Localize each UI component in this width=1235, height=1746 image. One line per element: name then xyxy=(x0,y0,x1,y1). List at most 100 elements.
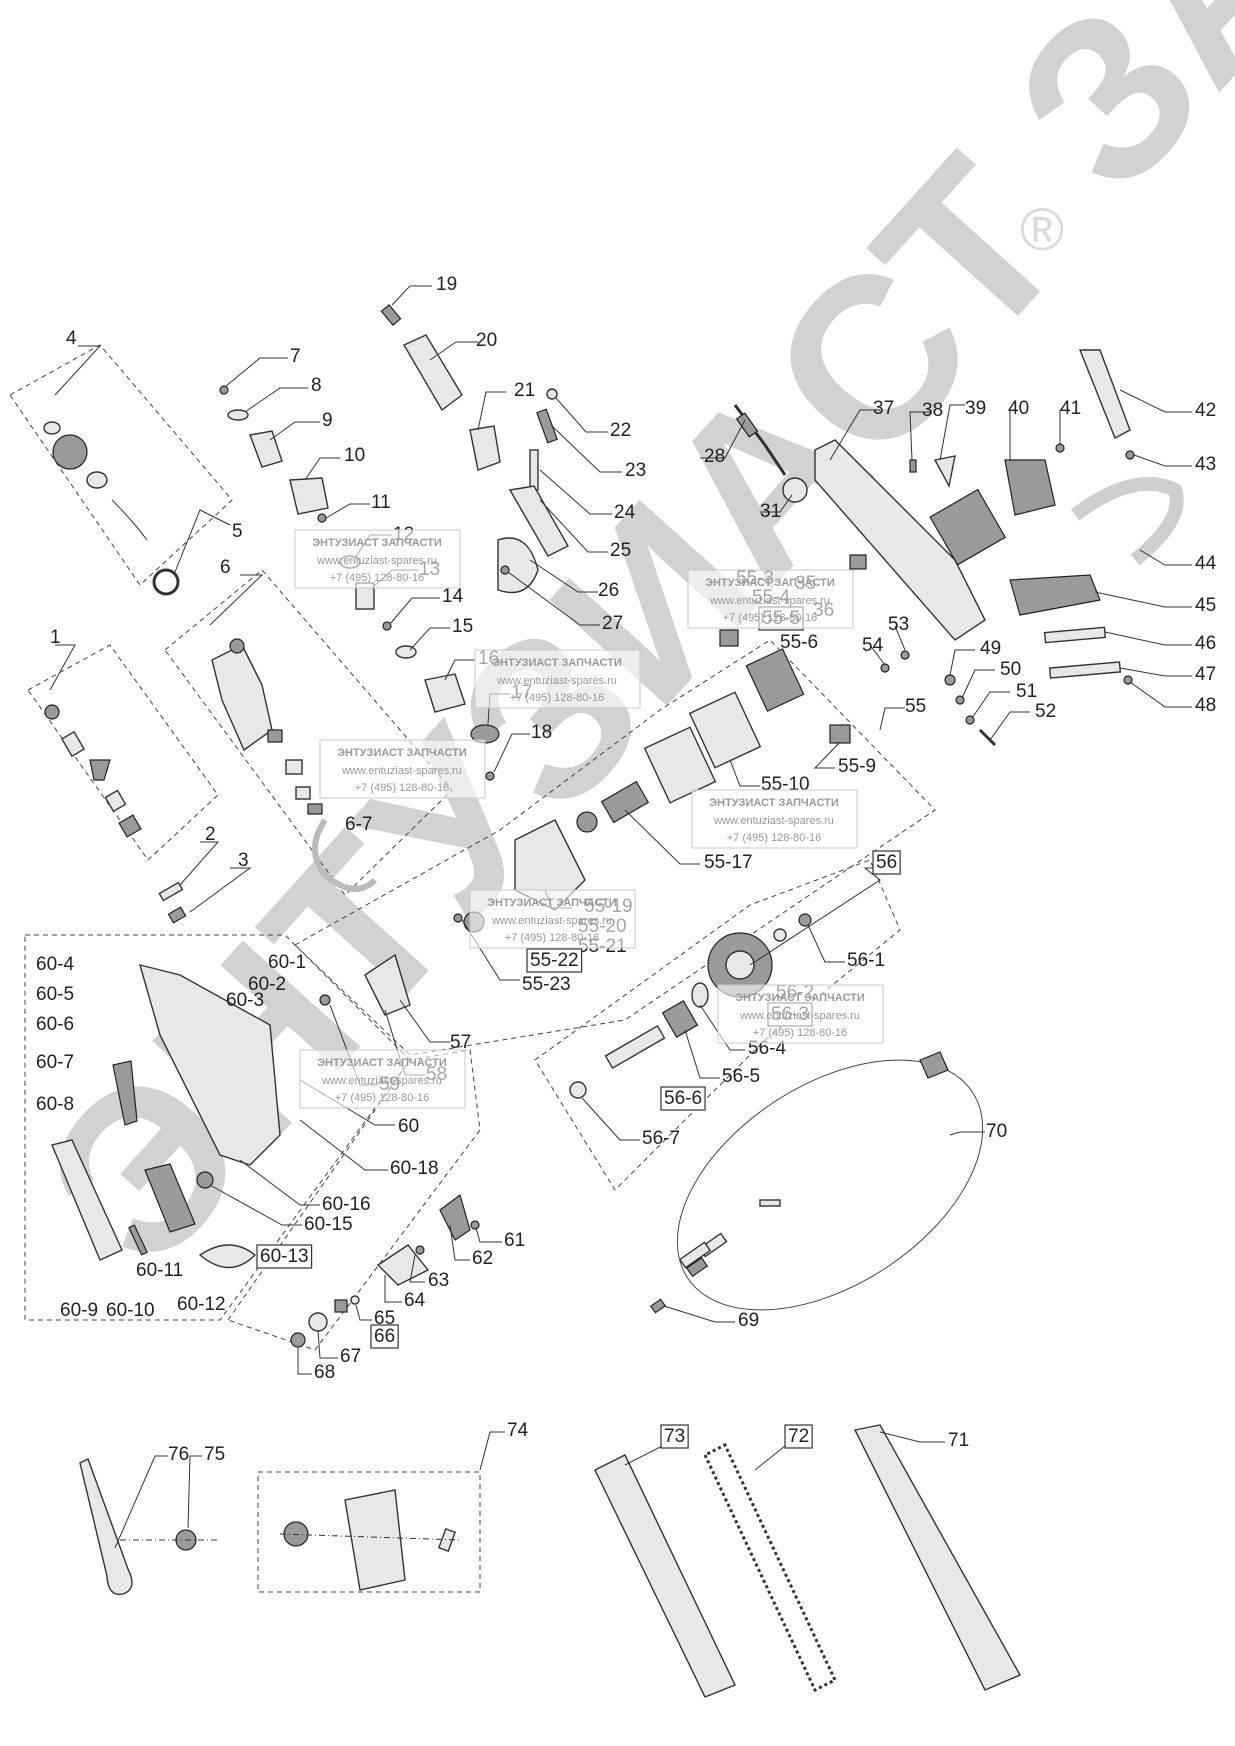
part-5-ring xyxy=(152,568,180,596)
part-62-spring xyxy=(439,1193,471,1241)
part-callout-60-4: 60-4 xyxy=(36,954,74,975)
part-number-label: 55-9 xyxy=(838,756,876,777)
part-56-3-hub xyxy=(725,950,755,980)
part-number-label: 64 xyxy=(404,1290,426,1311)
part-callout-63: 63 xyxy=(428,1270,449,1291)
watermark-stamp-phone: +7 (495) 128-80-16 xyxy=(505,932,599,944)
part-callout-76: 76 xyxy=(168,1444,189,1465)
part-number-label: 60-7 xyxy=(36,1052,74,1073)
part-number-label: 50 xyxy=(1000,659,1021,680)
leader-9 xyxy=(269,421,320,441)
part-74-pin xyxy=(437,1527,457,1553)
leader-55-17 xyxy=(624,809,700,865)
part-callout-60-12: 60-12 xyxy=(177,1294,226,1315)
part-number-label: 60-2 xyxy=(248,974,286,995)
part-38-screw xyxy=(909,459,917,473)
part-49-spring xyxy=(944,674,956,686)
part-number-label: 38 xyxy=(922,400,943,421)
watermark-stamp-site: www.entuziast-spares.ru xyxy=(321,1075,442,1087)
part-number-label: 3 xyxy=(238,850,249,871)
part-66-sprocket xyxy=(334,1299,348,1313)
part-54-screw xyxy=(880,663,890,673)
leader-67 xyxy=(317,1329,338,1359)
part-26-plate xyxy=(497,537,539,594)
part-callout-53: 53 xyxy=(888,614,909,635)
leader-18 xyxy=(493,733,530,773)
part-number-label: 53 xyxy=(888,614,909,635)
part-callout-14: 14 xyxy=(442,586,464,607)
watermark-stamp-site: www.entuziast-spares.ru xyxy=(491,915,612,927)
part-callout-60-7: 60-7 xyxy=(36,1052,74,1073)
part-number-label: 63 xyxy=(428,1270,449,1291)
leader-16 xyxy=(444,659,475,681)
watermark-stamp-site: www.entuziast-spares.ru xyxy=(341,765,462,777)
part-callout-46: 46 xyxy=(1195,633,1216,654)
watermark-stamp-brand: ЭНТУЗИАСТ ЗАПЧАСТИ xyxy=(705,577,835,589)
leader-60-16 xyxy=(239,1159,320,1206)
leader-28 xyxy=(700,419,746,459)
leader-42 xyxy=(1119,389,1192,413)
leader-14 xyxy=(389,597,440,625)
part-number-label: 24 xyxy=(614,502,636,523)
part-number-label: 47 xyxy=(1195,664,1216,685)
part-number-label: 70 xyxy=(986,1121,1007,1142)
part-number-label: 54 xyxy=(862,635,884,656)
part-callout-60-16: 60-16 xyxy=(322,1194,371,1215)
part-70-plug xyxy=(919,1051,949,1079)
part-callout-68: 68 xyxy=(314,1362,335,1383)
part-callout-70: 70 xyxy=(986,1121,1007,1142)
part-56-5-bearing xyxy=(661,1000,699,1038)
watermark-stamps: ЭНТУЗИАСТ ЗАПЧАСТИ www.entuziast-spares.r… xyxy=(294,529,884,1109)
part-number-label: 26 xyxy=(598,580,619,601)
watermark-stamp: ЭНТУЗИАСТ ЗАПЧАСТИwww.entuziast-spares.r… xyxy=(691,789,858,849)
part-56-7-washer xyxy=(569,1081,587,1099)
part-callout-10: 10 xyxy=(344,445,365,466)
part-number-label: 66 xyxy=(374,1326,395,1347)
leader-63 xyxy=(409,1254,425,1283)
part-callout-56-6: 56-6 xyxy=(660,1086,706,1111)
leader-52 xyxy=(989,711,1030,741)
part-callout-49: 49 xyxy=(980,638,1001,659)
leader-71 xyxy=(879,1431,945,1443)
part-number-label: 21 xyxy=(514,380,535,401)
part-callout-72: 72 xyxy=(784,1424,813,1449)
watermark-stamp-frame xyxy=(469,889,636,949)
part-callout-8: 8 xyxy=(311,375,322,396)
part-43-screw xyxy=(1125,450,1135,460)
part-callout-6: 6 xyxy=(220,557,231,578)
part-callout-60-18: 60-18 xyxy=(390,1158,439,1179)
part-42-pad xyxy=(1078,349,1131,439)
part-number-label: 55-6 xyxy=(780,632,818,653)
part-number-label: 60-12 xyxy=(177,1294,226,1315)
part-70-pin xyxy=(759,1199,781,1207)
part-callout-60-1: 60-1 xyxy=(268,952,306,973)
part-31-grommet xyxy=(782,477,808,503)
part-56-1-nut xyxy=(798,913,812,927)
part-callout-51: 51 xyxy=(1016,681,1037,702)
part-number-label: 55-22 xyxy=(530,950,579,971)
part-6-7-hose xyxy=(312,818,378,892)
part-3-screw xyxy=(167,906,187,924)
leader-20 xyxy=(429,341,478,361)
part-number-label: 20 xyxy=(476,330,497,351)
leader-6 xyxy=(209,574,264,626)
part-73-bar xyxy=(594,1454,736,1698)
part-57-bracket xyxy=(364,953,411,1016)
part-callout-22: 22 xyxy=(610,420,631,441)
part-callout-60-2: 60-2 xyxy=(248,974,286,995)
part-37-motor xyxy=(929,488,1007,566)
part-callout-55-6: 55-6 xyxy=(780,632,818,653)
leader-50 xyxy=(961,669,995,699)
part-number-label: 5 xyxy=(232,521,243,542)
part-callout-60: 60 xyxy=(398,1116,419,1137)
part-number-label: 22 xyxy=(610,420,631,441)
leader-24 xyxy=(539,469,612,515)
part-callout-38: 38 xyxy=(922,400,943,421)
part-number-label: 10 xyxy=(344,445,365,466)
part-16-lever xyxy=(424,673,466,713)
part-number-label: 74 xyxy=(507,1420,529,1441)
part-callout-56-5: 56-5 xyxy=(722,1066,760,1087)
part-callout-55: 55 xyxy=(905,696,926,717)
part-number-label: 60-15 xyxy=(304,1214,353,1235)
part-35-brush xyxy=(849,554,867,570)
